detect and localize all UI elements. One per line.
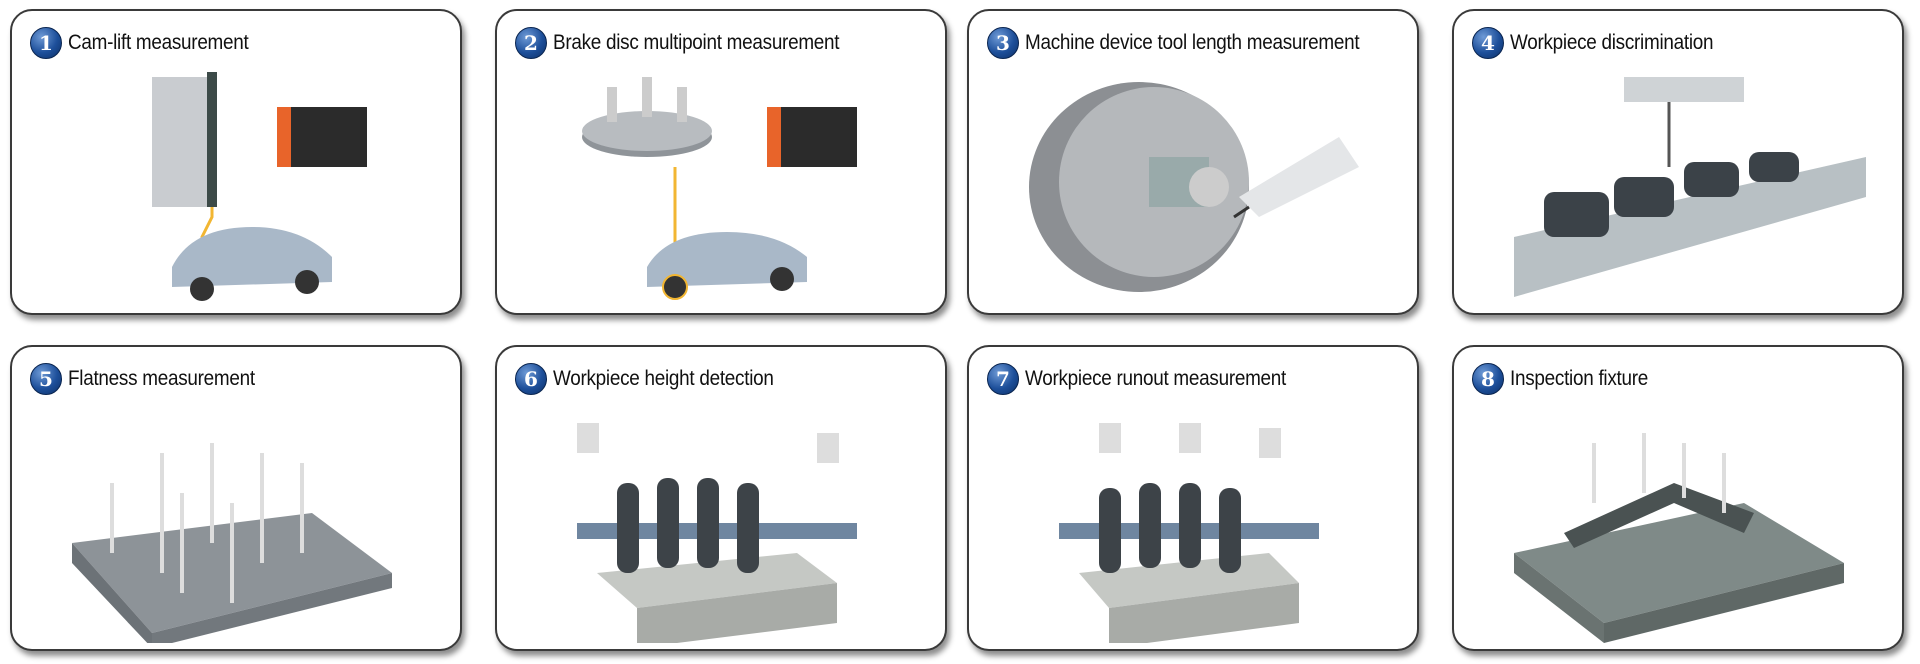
- panel-title: Workpiece discrimination: [1510, 31, 1714, 54]
- chuck-illustration: [1029, 82, 1359, 292]
- number-badge: 2: [515, 27, 547, 59]
- number-badge: 4: [1472, 27, 1504, 59]
- panel-height-detection: 6 Workpiece height detection: [495, 345, 947, 651]
- panel-title: Workpiece runout measurement: [1025, 367, 1287, 390]
- panel-brake-disc: 2 Brake disc multipoint measurement: [495, 9, 947, 315]
- panel-cam-lift: 1 Cam-lift measurement: [10, 9, 462, 315]
- number-badge: 3: [987, 27, 1019, 59]
- conveyor-illustration: [1514, 77, 1866, 297]
- flatness-plate-illustration: [72, 443, 392, 643]
- crankshaft-illustration: [577, 423, 857, 643]
- panel-flatness: 5 Flatness measurement: [10, 345, 462, 651]
- crankshaft-runout-illustration: [1059, 423, 1319, 643]
- number-badge: 1: [30, 27, 62, 59]
- panel-title: Flatness measurement: [68, 367, 255, 390]
- number-badge: 7: [987, 363, 1019, 395]
- panel-title: Cam-lift measurement: [68, 31, 249, 54]
- fixture-illustration: [1514, 433, 1844, 643]
- number-badge: 8: [1472, 363, 1504, 395]
- panel-tool-length: 3 Machine device tool length measurement: [967, 9, 1419, 315]
- number-badge: 6: [515, 363, 547, 395]
- number-badge: 5: [30, 363, 62, 395]
- panel-workpiece-discrimination: 4 Workpiece discrimination: [1452, 9, 1904, 315]
- panel-title: Inspection fixture: [1510, 367, 1649, 390]
- panel-title: Machine device tool length measurement: [1025, 31, 1360, 54]
- panel-title: Workpiece height detection: [553, 367, 774, 390]
- cam-lift-illustration: [152, 72, 367, 301]
- panel-inspection-fixture: 8 Inspection fixture: [1452, 345, 1904, 651]
- panel-title: Brake disc multipoint measurement: [553, 31, 840, 54]
- brake-disc-illustration: [582, 77, 857, 300]
- panel-runout: 7 Workpiece runout measurement: [967, 345, 1419, 651]
